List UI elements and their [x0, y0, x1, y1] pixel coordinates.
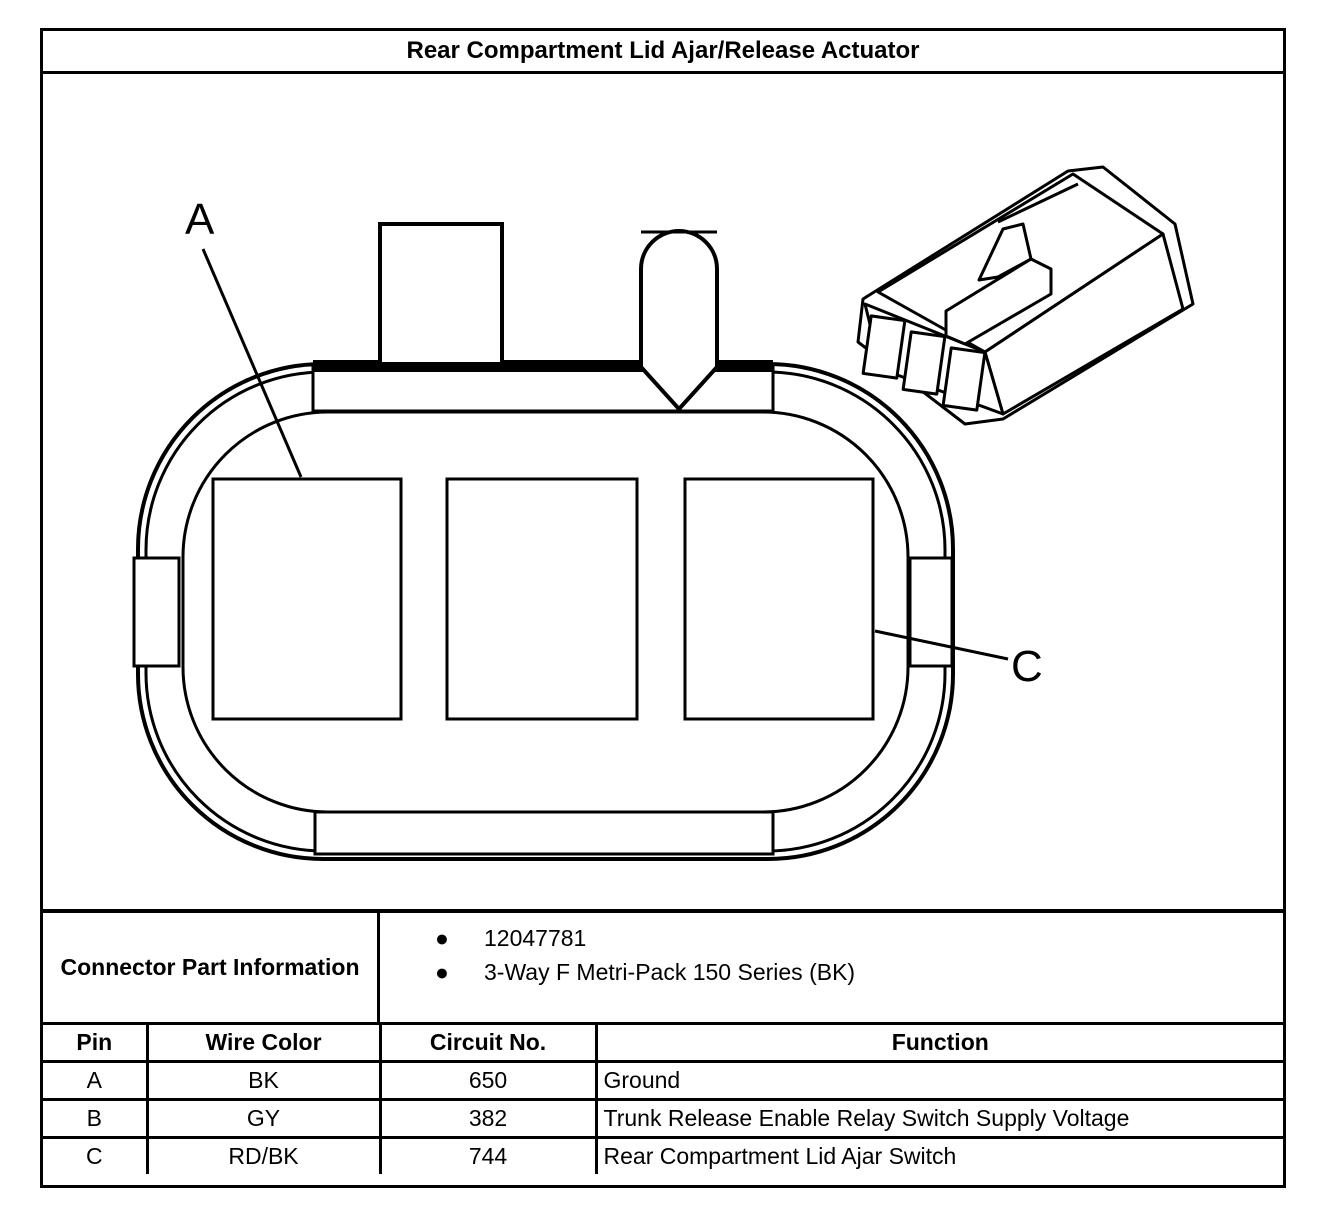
- cell-pin: B: [43, 1098, 149, 1139]
- bullet-icon: ●: [435, 925, 449, 951]
- page-title: Rear Compartment Lid Ajar/Release Actuat…: [43, 31, 1283, 74]
- connector-diagram: A C: [43, 74, 1283, 909]
- table-row: C RD/BK 744 Rear Compartment Lid Ajar Sw…: [43, 1136, 1283, 1174]
- cell-pin: C: [43, 1136, 149, 1174]
- connector-info-label: Connector Part Information: [43, 913, 380, 1022]
- cell-circuit-no: 382: [378, 1098, 598, 1139]
- leader-c: [874, 629, 1009, 661]
- leader-a: [201, 248, 303, 478]
- connector-info-list: ● 12047781 ● 3-Way F Metri-Pack 150 Series…: [380, 913, 1283, 1030]
- connector-face-svg: A C: [132, 165, 1195, 861]
- top-key-square: [378, 222, 504, 366]
- pin-table-header: Pin Wire Color Circuit No. Function: [43, 1025, 1283, 1063]
- part-number: 12047781: [484, 925, 587, 951]
- cell-wire-color: GY: [145, 1098, 382, 1139]
- right-latch: [908, 556, 954, 668]
- housing-outer: [136, 362, 955, 861]
- cell-function: Ground: [594, 1060, 1283, 1101]
- bullet-icon: ●: [435, 959, 449, 985]
- cell-function: Rear Compartment Lid Ajar Switch: [594, 1136, 1283, 1174]
- left-latch: [132, 556, 181, 668]
- cavity-c: [683, 477, 875, 721]
- header-wire-color: Wire Color: [145, 1025, 382, 1063]
- header-pin: Pin: [43, 1025, 149, 1063]
- cavity-a: [211, 477, 403, 721]
- header-circuit-no: Circuit No.: [378, 1025, 598, 1063]
- housing-mid: [144, 370, 947, 853]
- cell-function: Trunk Release Enable Relay Switch Supply…: [594, 1098, 1283, 1139]
- cell-circuit-no: 650: [378, 1060, 598, 1101]
- top-key-round: [639, 229, 719, 412]
- connector-3d-illustration: [856, 165, 1195, 426]
- bottom-key-bar: [313, 810, 775, 856]
- connector-info-item: ● 12047781: [380, 921, 1283, 955]
- cell-wire-color: BK: [145, 1060, 382, 1101]
- connector-description: 3-Way F Metri-Pack 150 Series (BK): [484, 959, 856, 985]
- table-row: B GY 382 Trunk Release Enable Relay Swit…: [43, 1098, 1283, 1139]
- pin-label-c: C: [1011, 642, 1043, 691]
- connector-frame: Rear Compartment Lid Ajar/Release Actuat…: [40, 28, 1286, 1188]
- pin-label-a: A: [185, 195, 215, 244]
- pin-table: Pin Wire Color Circuit No. Function A BK…: [43, 1025, 1283, 1174]
- cell-wire-color: RD/BK: [145, 1136, 382, 1174]
- header-function: Function: [594, 1025, 1283, 1063]
- table-row: A BK 650 Ground: [43, 1060, 1283, 1101]
- cell-pin: A: [43, 1060, 149, 1101]
- connector-info-item: ● 3-Way F Metri-Pack 150 Series (BK): [380, 955, 1283, 989]
- housing-inner: [181, 410, 910, 814]
- cavity-b: [445, 477, 639, 721]
- cell-circuit-no: 744: [378, 1136, 598, 1174]
- connector-part-info: Connector Part Information ● 12047781 ● 3-…: [43, 909, 1283, 1025]
